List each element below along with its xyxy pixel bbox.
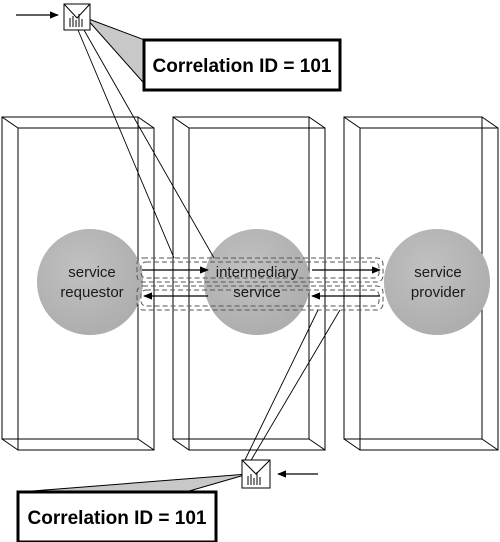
service-requestor-node: service requestor — [37, 229, 143, 335]
response-channel — [136, 285, 384, 311]
top-callout-wedge — [85, 17, 151, 92]
top-correlation-callout — [142, 38, 342, 92]
requestor-label-line1: service — [68, 264, 116, 281]
intermediary-label-line2: service — [233, 284, 281, 301]
bottom-message-group: Correlation ID = 101 — [16, 309, 341, 542]
service-provider-node: service provider — [384, 229, 490, 335]
bottom-correlation-callout — [16, 490, 218, 542]
request-channel — [136, 257, 384, 283]
top-message-group: Correlation ID = 101 — [16, 3, 342, 259]
requestor-label-line2: requestor — [60, 284, 123, 301]
top-correlation-text: Correlation ID = 101 — [153, 56, 332, 77]
envelope-icon — [241, 459, 271, 489]
intermediary-label-line1: intermediary — [216, 264, 299, 281]
bottom-correlation-text: Correlation ID = 101 — [28, 508, 207, 529]
envelope-icon — [63, 3, 91, 31]
provider-label-line2: provider — [411, 284, 465, 301]
provider-label-line1: service — [414, 264, 462, 281]
